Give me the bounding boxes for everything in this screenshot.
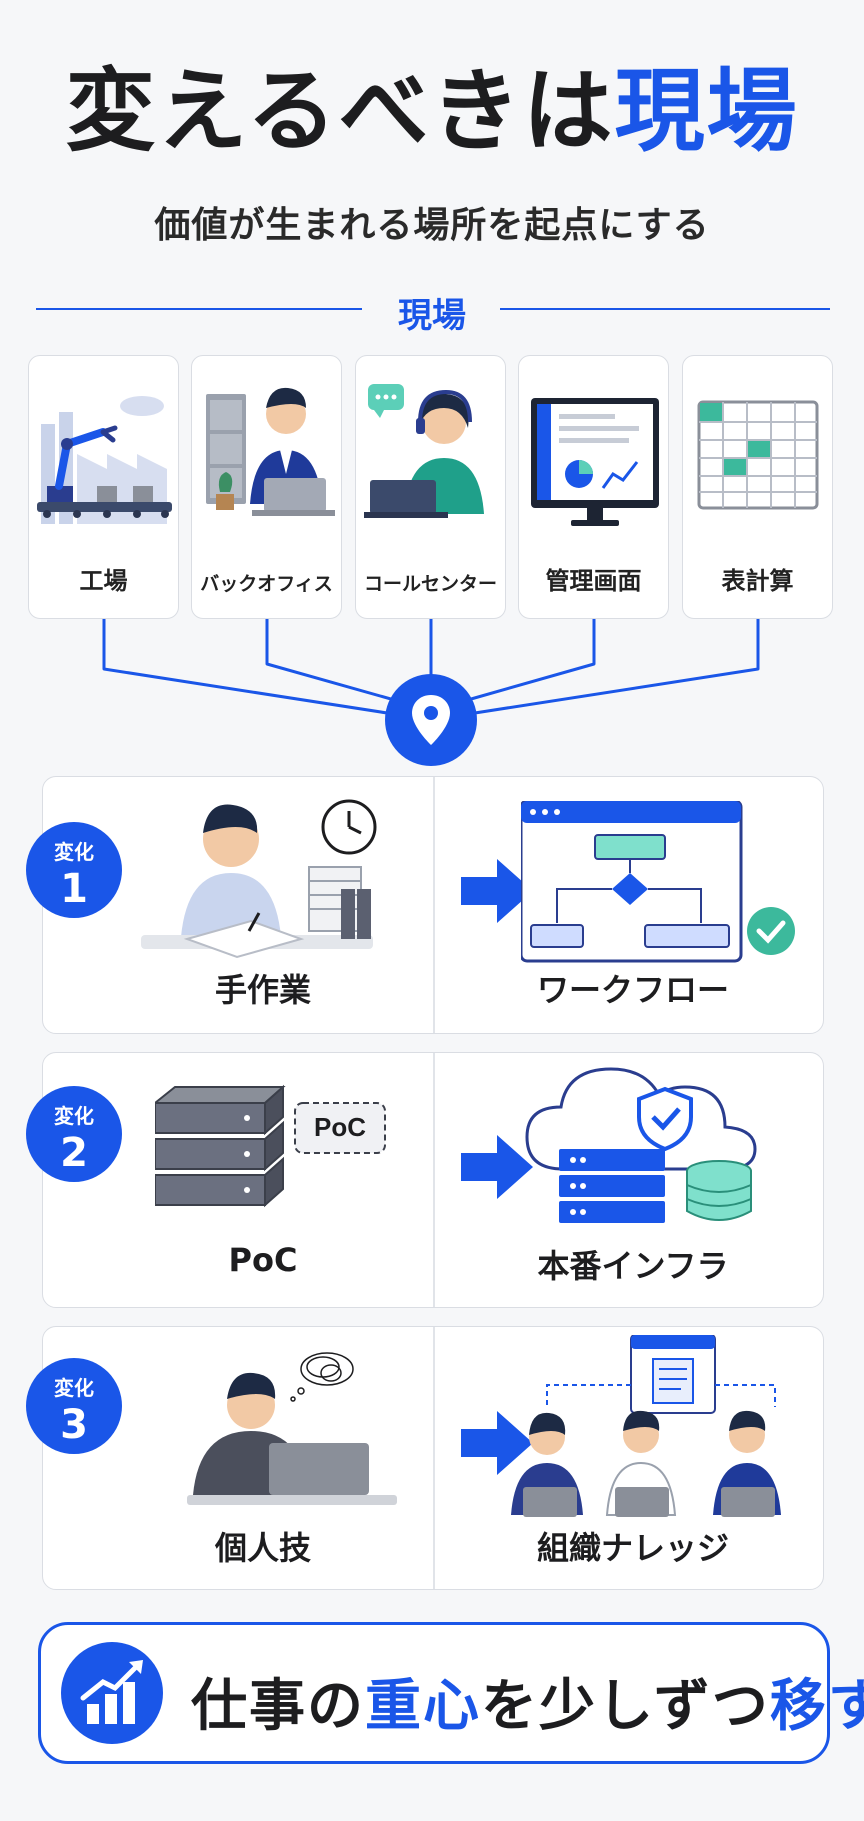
footer-message-bar: 仕事の重心を少しずつ移す xyxy=(38,1622,864,1764)
individual-laptop-icon xyxy=(187,1352,397,1505)
row-divider xyxy=(433,1327,435,1589)
site-label: コールセンター xyxy=(363,573,497,595)
arrow-right-icon xyxy=(461,1135,533,1199)
site-card-admin: 管理画面 xyxy=(518,355,669,619)
admin-dashboard-icon xyxy=(531,398,659,526)
change-row-1: 手作業 ワークフロー xyxy=(42,776,824,1034)
row-divider xyxy=(433,1053,435,1307)
change-from-label: 手作業 xyxy=(214,971,311,1009)
footer-part-2: を少しずつ xyxy=(481,1674,770,1739)
change-badge-3: 変化 3 xyxy=(26,1358,122,1454)
arrow-right-icon xyxy=(461,859,533,923)
site-label: 表計算 xyxy=(721,567,794,595)
location-pin-icon xyxy=(385,674,477,766)
manual-paperwork-icon xyxy=(141,799,377,959)
workflow-diagram-icon xyxy=(521,801,795,963)
title-accent: 現場 xyxy=(614,59,799,164)
site-card-factory: 工場 xyxy=(28,355,179,619)
title-main: 変えるべきは xyxy=(65,59,615,164)
footer-accent-2: 移す xyxy=(769,1674,864,1739)
change-to-label: ワークフロー xyxy=(536,971,729,1009)
footer-message: 仕事の重心を少しずつ移す xyxy=(191,1661,864,1742)
change-from-label: PoC xyxy=(228,1241,298,1279)
row-divider xyxy=(433,777,435,1033)
section-line-left xyxy=(36,308,362,310)
site-card-call-center: コールセンター xyxy=(355,355,506,619)
badge-number: 1 xyxy=(60,866,88,912)
footer-accent-1: 重心 xyxy=(365,1674,481,1739)
factory-robot-arm-icon xyxy=(37,396,172,524)
change-row-3: 個人技 組織ナレッジ xyxy=(42,1326,824,1590)
change-from-label: 個人技 xyxy=(214,1529,311,1567)
badge-number: 2 xyxy=(60,1130,88,1176)
badge-label: 変化 xyxy=(54,1376,94,1400)
poc-tag: PoC xyxy=(314,1112,366,1142)
section-label: 現場 xyxy=(398,296,466,336)
site-label: バックオフィス xyxy=(200,573,333,595)
site-card-back-office: バックオフィス xyxy=(191,355,342,619)
site-label: 管理画面 xyxy=(545,567,642,595)
change-row-2: PoC PoC 本番インフラ xyxy=(42,1052,824,1308)
team-knowledge-icon xyxy=(511,1335,781,1517)
change-to-label: 組織ナレッジ xyxy=(536,1529,729,1567)
badge-number: 3 xyxy=(60,1402,88,1448)
call-center-operator-icon xyxy=(364,384,484,518)
footer-part-1: 仕事の xyxy=(191,1674,365,1739)
badge-label: 変化 xyxy=(54,1104,94,1128)
spreadsheet-icon xyxy=(697,400,819,510)
office-worker-icon xyxy=(206,387,335,516)
server-stack-icon: PoC xyxy=(155,1084,386,1208)
page-title: 変えるべきは現場 xyxy=(0,62,864,161)
page-subtitle: 価値が生まれる場所を起点にする xyxy=(154,205,710,246)
arrow-right-icon xyxy=(461,1411,533,1475)
badge-label: 変化 xyxy=(54,840,94,864)
section-line-right xyxy=(500,308,830,310)
site-card-spreadsheet: 表計算 xyxy=(682,355,833,619)
change-badge-2: 変化 2 xyxy=(26,1086,122,1182)
growth-chart-icon xyxy=(61,1642,163,1744)
site-label: 工場 xyxy=(79,567,128,595)
cloud-infrastructure-icon xyxy=(525,1067,757,1223)
change-badge-1: 変化 1 xyxy=(26,822,122,918)
change-to-label: 本番インフラ xyxy=(537,1247,729,1285)
